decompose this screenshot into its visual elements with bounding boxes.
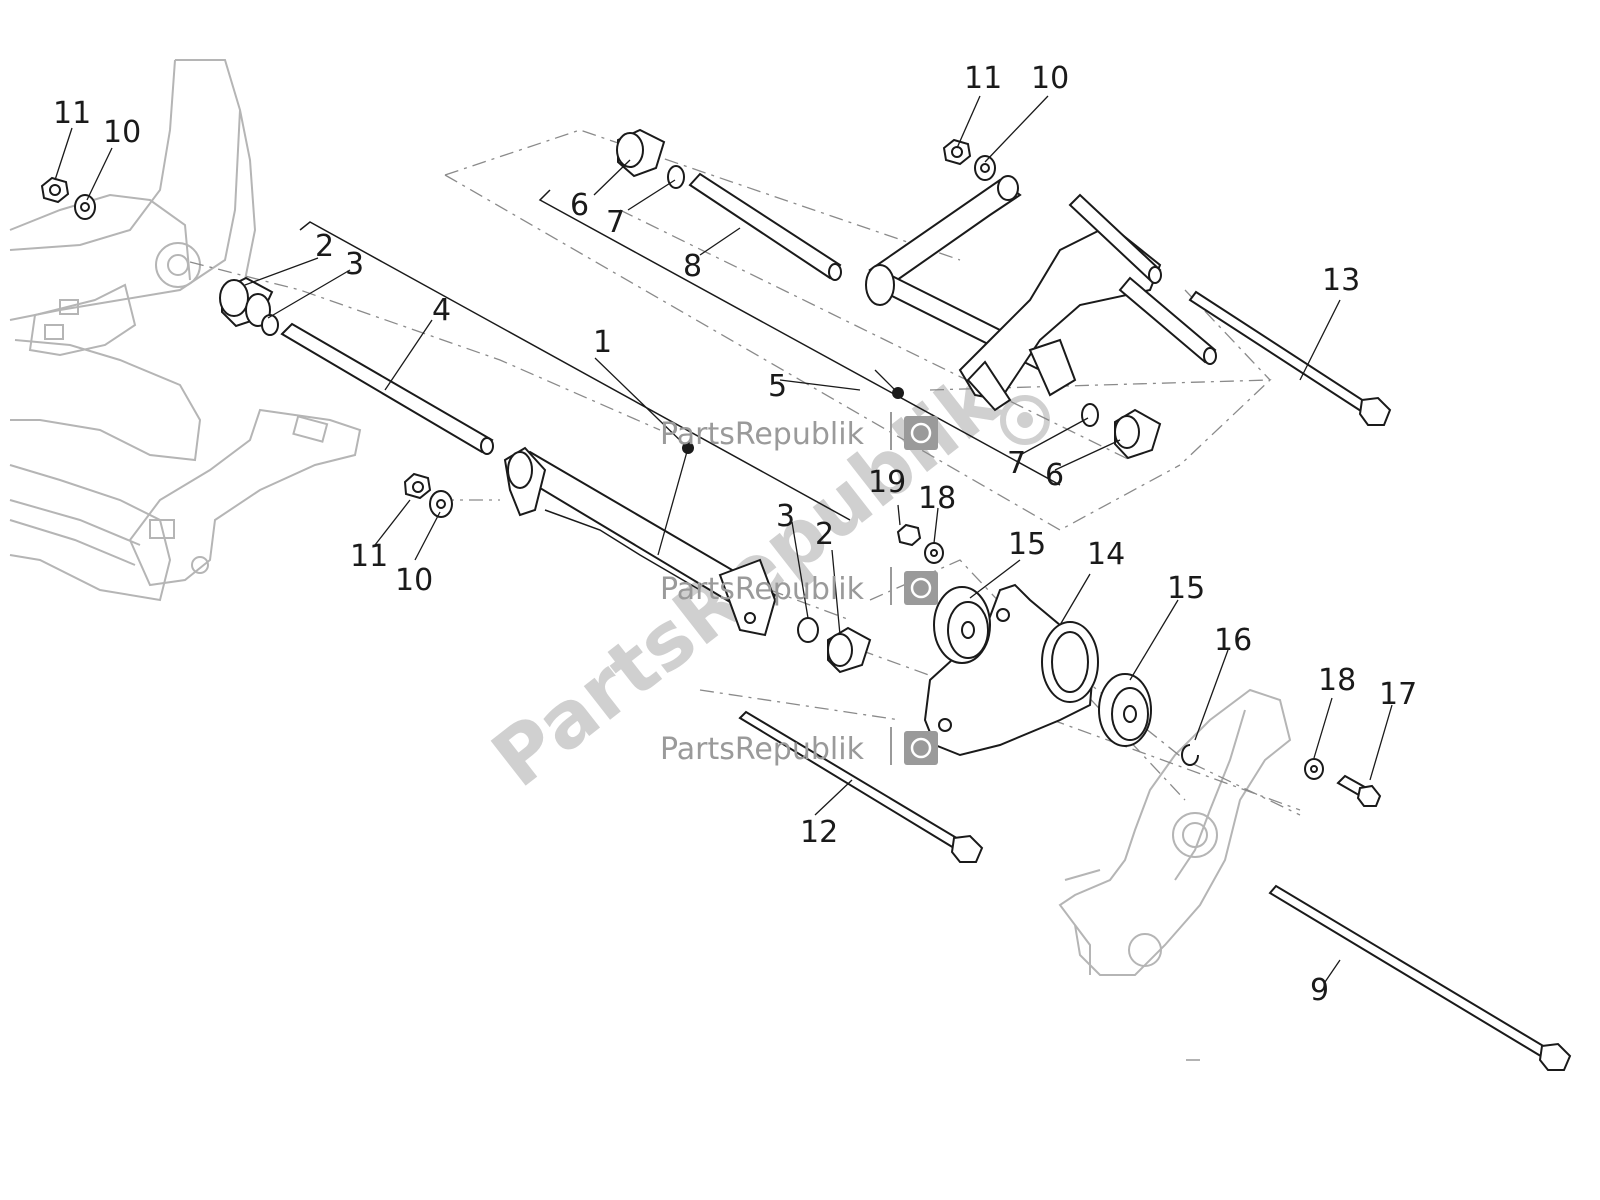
link-arm-5 <box>865 175 1217 412</box>
gear-icon <box>904 571 938 605</box>
callout-10: 10 <box>395 563 433 598</box>
callout-15: 15 <box>1167 571 1205 606</box>
callout-17: 17 <box>1379 677 1417 712</box>
callout-5: 5 <box>768 369 787 404</box>
bolt-9 <box>1268 884 1572 1071</box>
bolt-13 <box>1188 290 1392 426</box>
watermark-brand-2: PartsRepublik <box>660 567 938 607</box>
watermark-brand-3: PartsRepublik <box>660 727 938 767</box>
bushing-15-left <box>933 586 991 664</box>
callout-16: 16 <box>1214 623 1252 658</box>
callout-10: 10 <box>1031 61 1069 96</box>
nut-washer-top-left <box>40 176 96 220</box>
callout-11: 11 <box>53 96 91 131</box>
bushing-15-right <box>1098 673 1152 747</box>
watermark-brand-text: PartsRepublik <box>660 417 865 452</box>
silent-block-6-lower <box>1081 403 1162 460</box>
callout-2: 2 <box>815 517 834 552</box>
callout-2: 2 <box>315 229 334 264</box>
callout-15: 15 <box>1008 527 1046 562</box>
circlip-16 <box>1181 744 1199 766</box>
gear-icon <box>904 731 938 765</box>
bracket-14 <box>923 583 1099 757</box>
washer-18-bolt-17 <box>1304 758 1382 807</box>
callout-3: 3 <box>776 499 795 534</box>
callout-1: 1 <box>593 325 612 360</box>
bolt-12 <box>738 710 984 863</box>
callout-19: 19 <box>868 465 906 500</box>
callout-6: 6 <box>1045 458 1064 493</box>
callout-labels: 11 10 2 3 4 1 5 6 7 8 11 10 13 7 6 11 10… <box>53 61 1417 1008</box>
callout-6: 6 <box>570 188 589 223</box>
leader-lines <box>54 95 1393 983</box>
spacer-tube-4 <box>280 322 494 455</box>
silent-block-lower <box>797 617 872 674</box>
callout-18: 18 <box>1318 663 1356 698</box>
nut-19-washer-18 <box>896 523 944 564</box>
nut-washer-mid-left <box>403 472 453 518</box>
pin-8 <box>688 172 842 281</box>
callout-7: 7 <box>1007 446 1026 481</box>
right-frame-bracket <box>1058 688 1292 976</box>
callout-14: 14 <box>1087 537 1125 572</box>
silent-block-upper-right <box>616 128 685 189</box>
gear-icon <box>904 416 938 450</box>
group-bracket-lines <box>299 189 1061 521</box>
nut-washer-top-right <box>942 138 996 181</box>
callout-9: 9 <box>1310 973 1329 1008</box>
left-frame-outline <box>9 59 362 602</box>
callout-12: 12 <box>800 815 838 850</box>
swingarm-tube-1 <box>503 446 777 637</box>
callout-13: 13 <box>1322 263 1360 298</box>
callout-18: 18 <box>918 481 956 516</box>
silent-block-upper <box>219 276 279 336</box>
callout-11: 11 <box>350 539 388 574</box>
watermark-brand-1: PartsRepublik <box>660 412 938 452</box>
callout-3: 3 <box>345 247 364 282</box>
callout-7: 7 <box>606 205 625 240</box>
watermark-brand-text: PartsRepublik <box>660 732 865 767</box>
callout-11: 11 <box>964 61 1002 96</box>
callout-4: 4 <box>432 293 451 328</box>
callout-10: 10 <box>103 115 141 150</box>
watermark-brand-text: PartsRepublik <box>660 572 865 607</box>
callout-8: 8 <box>683 249 702 284</box>
